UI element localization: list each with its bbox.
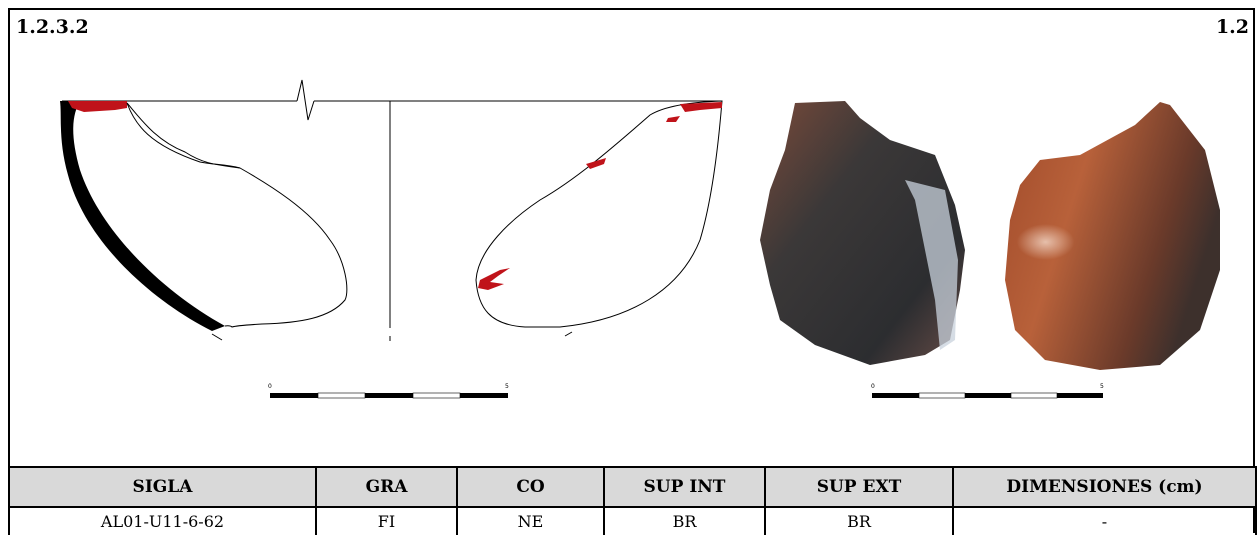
photo-scale-bar <box>872 392 1103 399</box>
slip-patch-low <box>478 268 510 290</box>
sherd-exterior-photo <box>1005 102 1220 370</box>
photo-scale-max: 5 <box>1100 383 1104 390</box>
break-mark <box>296 79 315 121</box>
slip-patch-rim <box>680 102 722 112</box>
wall-section <box>60 101 225 331</box>
table-header-row: SIGLA GRA CO SUP INT SUP EXT DIMENSIONES… <box>8 466 1257 508</box>
col-sup-int: SUP INT <box>603 466 766 508</box>
catalog-sheet <box>8 8 1255 533</box>
catalog-number: 1.2.3.2 <box>16 16 89 38</box>
cell-co: NE <box>456 506 605 535</box>
col-sup-ext: SUP EXT <box>764 466 954 508</box>
catalog-section-number: 1.2 <box>1215 16 1249 38</box>
drawing-scale-bar <box>270 392 508 399</box>
cell-sigla: AL01-U11-6-62 <box>8 506 317 535</box>
drawing-scale-max: 5 <box>505 383 509 390</box>
cell-sup-ext: BR <box>764 506 954 535</box>
slip-patch-mid <box>586 158 606 169</box>
cell-gra: FI <box>315 506 458 535</box>
col-co: CO <box>456 466 605 508</box>
rim-slip-left <box>68 101 127 112</box>
col-sigla: SIGLA <box>8 466 317 508</box>
sherd-data-table: SIGLA GRA CO SUP INT SUP EXT DIMENSIONES… <box>8 466 1257 535</box>
cell-dimensiones: - <box>952 506 1257 535</box>
drawing-scale-min: 0 <box>268 383 272 390</box>
table-row: AL01-U11-6-62 FI NE BR BR - <box>8 506 1257 535</box>
outer-fragment-outline <box>475 100 723 328</box>
inner-fragment-outline <box>126 102 348 328</box>
cell-sup-int: BR <box>603 506 766 535</box>
photo-scale-min: 0 <box>871 383 875 390</box>
sherd-interior-photo <box>760 101 965 365</box>
col-dimensiones: DIMENSIONES (cm) <box>952 466 1257 508</box>
col-gra: GRA <box>315 466 458 508</box>
